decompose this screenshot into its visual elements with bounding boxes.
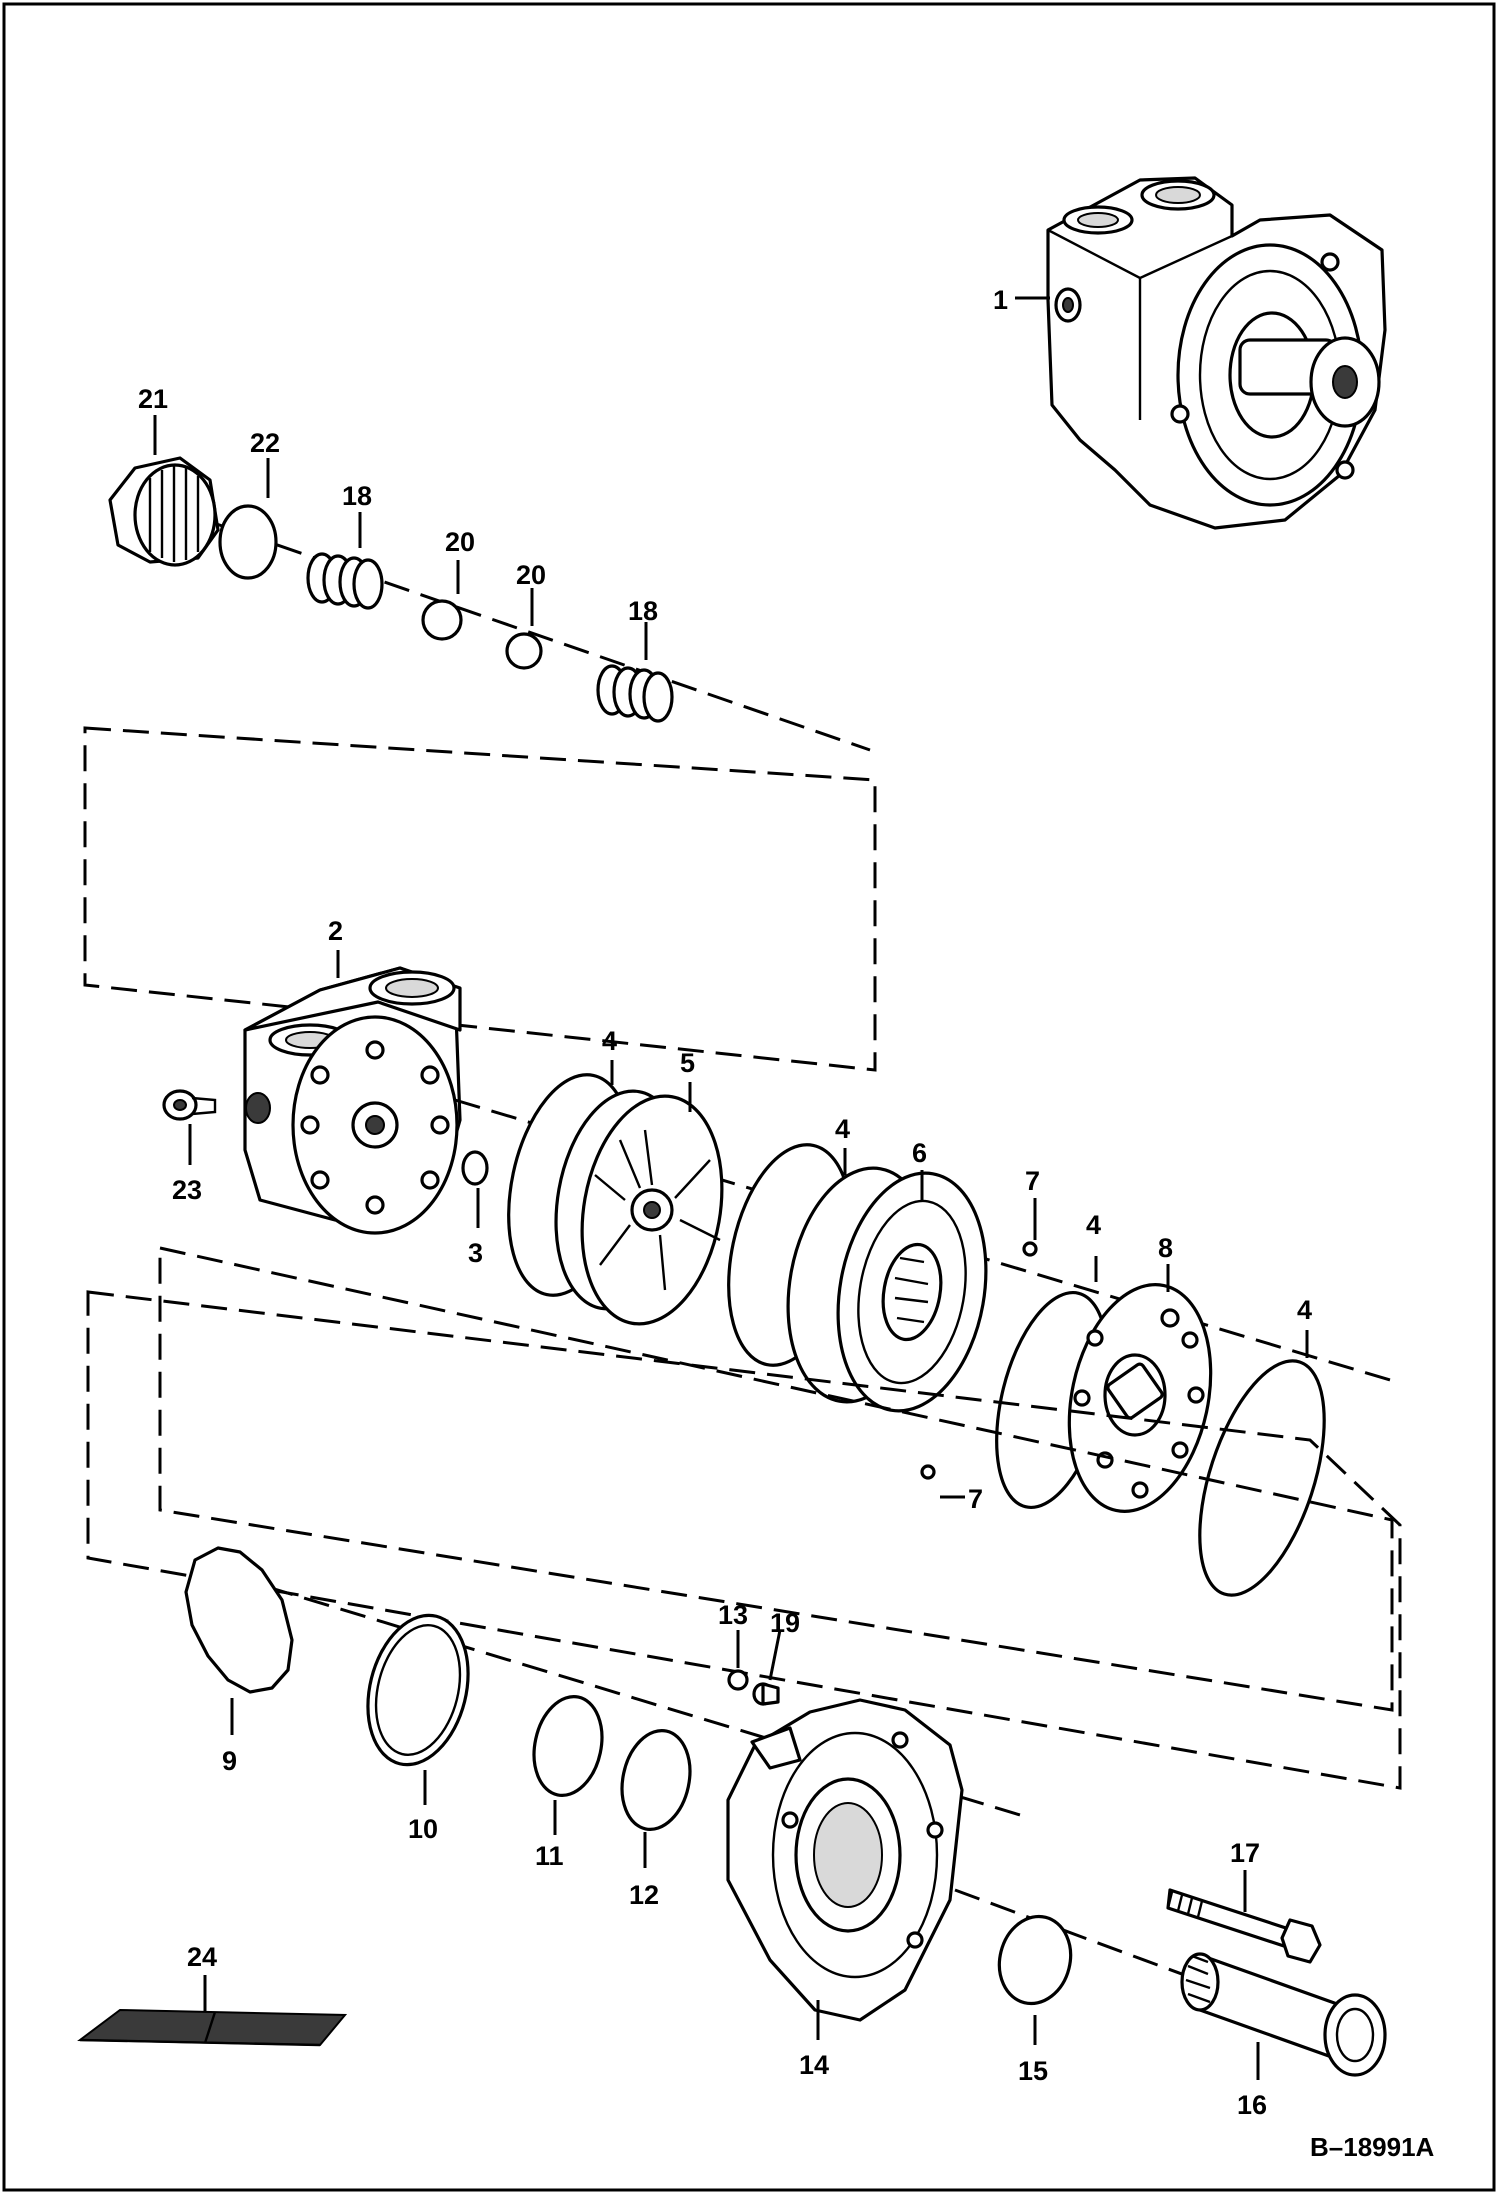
callout-22: 22 [250, 428, 280, 458]
callout-8: 8 [1158, 1233, 1173, 1263]
callout-17: 17 [1230, 1838, 1260, 1868]
callout-15: 15 [1018, 2056, 1048, 2086]
callout-14: 14 [799, 2050, 829, 2080]
dashed-envelope-upper [83, 726, 877, 1072]
part-14-end-cover [726, 1698, 964, 2022]
callout-11: 11 [535, 1841, 564, 1871]
part-23-plug [162, 1089, 217, 1121]
part-19-plug [752, 1682, 780, 1706]
callout-10: 10 [408, 1814, 438, 1844]
callout-23: 23 [172, 1175, 202, 1205]
part-24-kit [77, 2008, 348, 2047]
part-7-pin-b [920, 1464, 936, 1480]
part-8-plate [1067, 1283, 1213, 1513]
callout-7b: 7 [968, 1484, 983, 1514]
callout-4c: 4 [1086, 1210, 1101, 1240]
callout-4d: 4 [1297, 1295, 1312, 1325]
part-11-ring [532, 1695, 604, 1797]
part-15-ring [997, 1914, 1073, 2006]
part-13-washer [727, 1669, 749, 1691]
part-20-ring-a [421, 599, 463, 641]
callout-7a: 7 [1025, 1166, 1040, 1196]
callout-1: 1 [993, 285, 1008, 315]
callout-18a: 18 [342, 481, 372, 511]
callout-20a: 20 [445, 527, 475, 557]
figure-id: B–18991A [1310, 2132, 1435, 2162]
callout-3: 3 [468, 1238, 483, 1268]
explode-axis-shaft [954, 1888, 1226, 1992]
leader-19 [768, 1629, 782, 1681]
explode-axis-lower [194, 1563, 1021, 1817]
part-21-plug [108, 456, 220, 567]
part-12-ring [620, 1729, 692, 1831]
part-4-seal-d [1198, 1359, 1326, 1597]
explode-axis-top [204, 518, 871, 752]
callout-18b: 18 [628, 596, 658, 626]
callout-20b: 20 [516, 560, 546, 590]
part-10-gasket [366, 1613, 470, 1767]
callout-9: 9 [222, 1746, 237, 1776]
part-20-ring-b [505, 632, 543, 670]
callout-19: 19 [770, 1608, 800, 1638]
callout-2: 2 [328, 916, 343, 946]
dashed-envelope-middle [158, 1246, 1394, 1712]
callout-21: 21 [138, 384, 168, 414]
part-6-gerotor [786, 1166, 988, 1413]
part-7-pin-a [1022, 1241, 1038, 1257]
callout-6: 6 [912, 1138, 927, 1168]
callout-4b: 4 [835, 1114, 850, 1144]
part-18-spring-upper [306, 552, 384, 610]
part-1-motor-assembly [1046, 176, 1387, 530]
part-9-gasket [184, 1546, 294, 1694]
part-2-housing [243, 966, 462, 1235]
callout-4a: 4 [602, 1026, 617, 1056]
callout-12: 12 [629, 1880, 659, 1910]
callout-5: 5 [680, 1048, 695, 1078]
part-17-bolt [1166, 1888, 1322, 1964]
part-3-o-ring [461, 1150, 489, 1186]
callout-16: 16 [1237, 2090, 1267, 2120]
part-16-shaft [1180, 1952, 1387, 2077]
part-5-valve-plate [554, 1089, 724, 1326]
callout-13: 13 [718, 1600, 748, 1630]
part-22-o-ring [218, 504, 278, 580]
part-18-spring-lower [596, 664, 674, 723]
dashed-envelope-lower [86, 1290, 1402, 1790]
callout-24: 24 [187, 1942, 217, 1972]
